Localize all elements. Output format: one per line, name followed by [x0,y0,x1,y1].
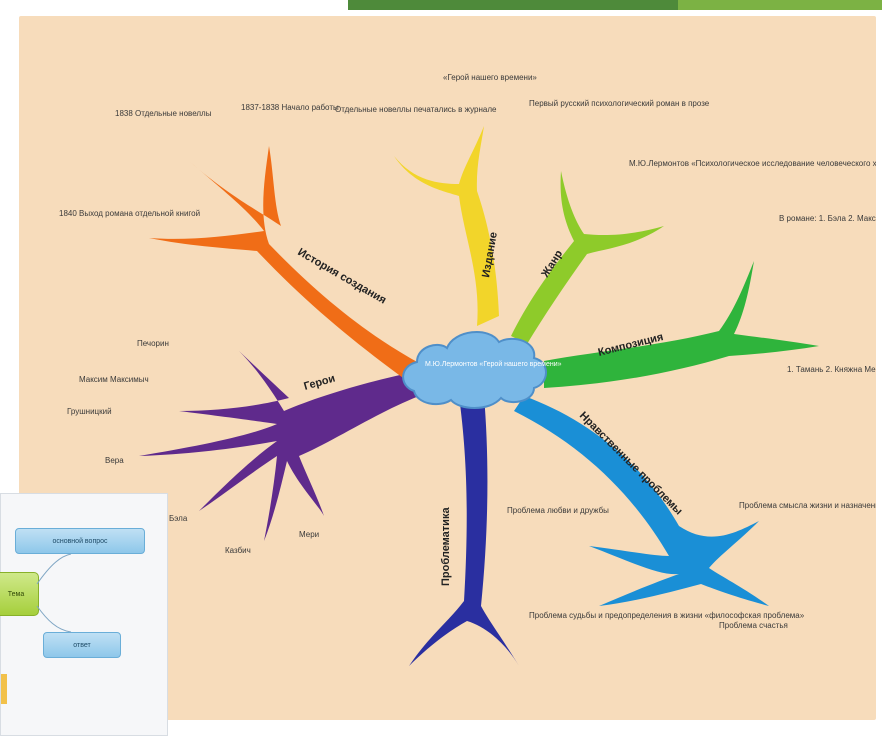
inset-connectors [36,553,72,633]
leaves-composition: В романе: 1. Бэла 2. Максим Максимыч 3. … [779,214,876,374]
leaf-genre-1: Первый русский психологический роман в п… [529,99,710,108]
leaf-composition-2: 1. Тамань 2. Княжна Мери 3. Бэла 4. Фата… [787,365,876,374]
branch-characters: Герои [139,351,424,541]
leaf-history-1: 1838 Отдельные новеллы [115,109,212,118]
leaf-history-3: 1840 Выход романа отдельной книгой [59,209,200,218]
leaf-genre-2: М.Ю.Лермонтов «Психологическое исследова… [629,159,876,168]
leaf-problems-1: Проблема смысла жизни и назначения челов… [739,501,876,510]
center-label: М.Ю.Лермонтов «Герой нашего времени» [425,360,562,368]
branch-problems: Нравственные проблемы [514,396,769,606]
branch-publication: Издание [394,126,500,326]
branch-criticism: Проблематика [409,396,519,666]
leaf-characters-6: Мери [299,530,319,539]
leaf-composition-1: В романе: 1. Бэла 2. Максим Максимыч 3. … [779,214,876,223]
leaf-characters-5: Бэла [169,514,188,523]
branch-label-criticism: Проблематика [440,507,452,586]
leaves-characters: Печорин Максим Максимыч Грушницкий Вера … [67,339,319,555]
leaves-publication: Отдельные новеллы печатались в журнале «… [335,73,537,114]
leaf-problems-2: Проблема любви и дружбы [507,506,609,515]
leaf-publication-2: «Герой нашего времени» [443,73,537,82]
leaf-characters-3: Грушницкий [67,407,112,416]
branch-composition: Композиция [544,261,819,388]
branch-genre: Жанр [511,171,664,344]
leaves-genre: Первый русский психологический роман в п… [529,99,876,168]
leaf-characters-7: Казбич [225,546,251,555]
leaf-characters-1: Печорин [137,339,169,348]
leaf-characters-2: Максим Максимыч [79,375,149,384]
inset-main-node[interactable]: Тема [0,572,39,616]
inset-bottom-node[interactable]: ответ [43,632,121,658]
leaf-problems-3: Проблема счастья [719,621,788,630]
inset-top-node[interactable]: основной вопрос [15,528,145,554]
center-node[interactable]: М.Ю.Лермонтов «Герой нашего времени» [402,330,562,409]
leaves-history: 1838 Отдельные новеллы 1837-1838 Начало … [59,103,339,218]
top-accent-light [678,0,882,10]
leaf-problems-4: Проблема судьбы и предопределения в жизн… [529,611,805,620]
top-accent-dark [348,0,678,10]
mindmap-canvas: Издание Жанр Композиция Нравственные про… [59,73,876,666]
leaves-problems: Проблема смысла жизни и назначения челов… [507,501,876,630]
inset-side-marker [1,674,7,704]
leaf-characters-4: Вера [105,456,124,465]
top-accent-bar [348,0,882,10]
leaf-publication-1: Отдельные новеллы печатались в журнале [335,105,497,114]
branch-history: История создания [149,146,421,386]
branch-label-characters: Герои [303,373,337,393]
leaf-history-2: 1837-1838 Начало работы [241,103,339,112]
inset-thumbnail[interactable]: основной вопрос Тема ответ [0,493,168,736]
